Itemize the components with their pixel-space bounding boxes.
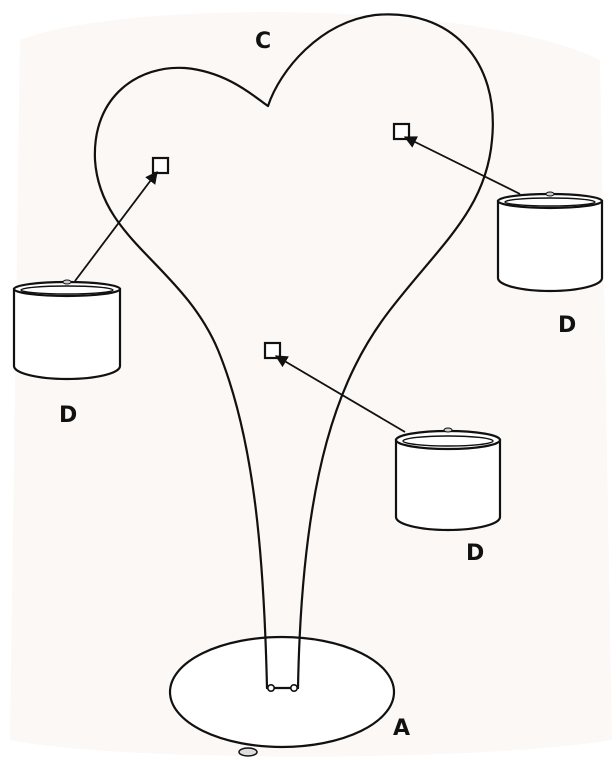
stem-bolt-right <box>289 683 298 692</box>
candle-holder-left <box>12 279 122 381</box>
label-base: A <box>393 716 410 741</box>
label-candle-holder-right-bottom: D <box>466 541 484 566</box>
base-foot <box>238 747 258 757</box>
candle-holder-right-top <box>496 191 604 293</box>
heart-frame-outline <box>93 13 494 690</box>
stem-bolt-left <box>266 683 275 692</box>
arrow-left <box>74 170 158 282</box>
label-candle-holder-right-top: D <box>558 313 576 338</box>
label-heart-frame: C <box>255 29 271 54</box>
holder-tab <box>545 191 555 197</box>
heart-frame <box>93 13 494 692</box>
holder-tab <box>443 427 453 433</box>
arrow-right-bottom <box>274 355 406 433</box>
background-shape <box>10 12 612 757</box>
label-candle-holder-left: D <box>59 403 77 428</box>
holder-tab <box>62 279 72 285</box>
mount-point-center <box>263 341 282 360</box>
arrow-right-top <box>403 136 521 195</box>
candle-holder-right-bottom <box>394 427 502 532</box>
mount-point-left <box>151 156 170 175</box>
base <box>168 635 396 757</box>
mount-point-right-top <box>392 122 411 141</box>
